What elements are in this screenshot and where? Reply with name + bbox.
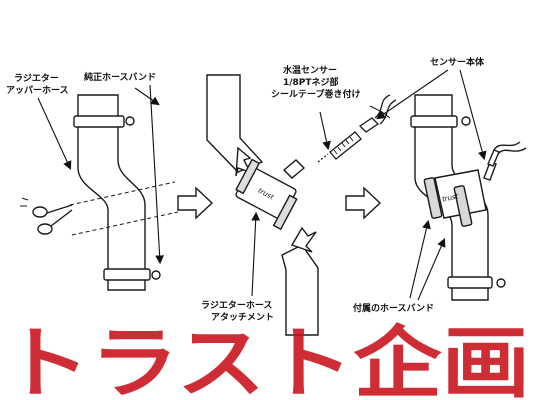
watermark-text: トラスト企画 — [2, 318, 530, 400]
label-sensor-body: センサー本体 — [430, 58, 485, 68]
label-included-hose-band: 付属のホースバンド — [353, 304, 435, 314]
water-temp-sensor — [317, 94, 397, 163]
label-water-temp-sensor-2: 1/8PTネジ部 — [283, 78, 339, 88]
label-genuine-hose-band: 純正ホースバンド — [84, 73, 157, 83]
sensor-port — [282, 159, 306, 179]
scissors-icon — [20, 197, 73, 235]
label-radiator-hose-attachment-1: ラジエターホース — [201, 301, 273, 311]
svg-text:trust: trust — [441, 192, 459, 203]
included-band-right — [453, 185, 473, 227]
attachment-panel: trust — [206, 74, 319, 336]
label-radiator-hose-attachment-2: アタッチメント — [211, 313, 275, 323]
included-band-left — [423, 177, 443, 219]
brand-watermark: トラスト企画 — [2, 318, 530, 400]
installed-band-bottom — [447, 276, 493, 289]
right-arrow-icon — [345, 186, 382, 220]
original-hose-panel — [69, 94, 179, 291]
upper-hose — [77, 94, 146, 291]
installed-hose-panel: trust — [410, 94, 527, 301]
up-arrow-icon — [290, 226, 317, 253]
label-water-temp-sensor-3: シールテープ巻き付け — [271, 90, 361, 100]
label-radiator-upper-hose-2: アッパーホース — [6, 86, 69, 96]
upper-hose-band-top — [73, 115, 125, 128]
installed-band-top — [410, 115, 458, 128]
hose-upper-piece — [206, 74, 264, 173]
label-radiator-upper-hose-1: ラジエター — [14, 74, 59, 84]
right-arrow-icon — [177, 186, 214, 220]
label-water-temp-sensor-1: 水温センサー — [283, 66, 338, 76]
upper-hose-band-bottom — [103, 268, 151, 281]
